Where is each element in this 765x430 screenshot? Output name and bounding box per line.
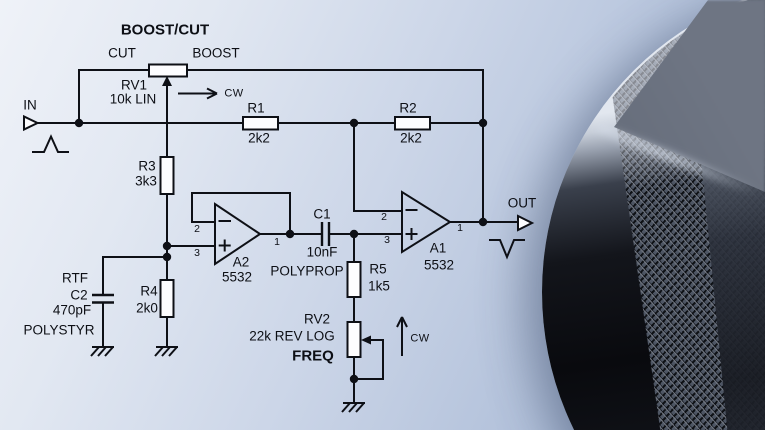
- junction-r1-r2: [349, 118, 359, 128]
- output-notch-waveform-icon: [489, 239, 525, 260]
- ground-rv2-icon: [341, 402, 365, 413]
- label-c2-material: POLYSTYR: [23, 322, 95, 338]
- label-a2: A2: [232, 254, 250, 270]
- label-a2-pin1: 1: [274, 235, 280, 248]
- c1-plates: [320, 222, 331, 246]
- ground-r4-icon: [154, 346, 178, 357]
- label-in: IN: [23, 97, 37, 113]
- label-r1: R1: [247, 100, 265, 116]
- junction-r2-feedback: [478, 118, 488, 128]
- rv1-wiper-arrowhead: [162, 76, 172, 86]
- label-freq: FREQ: [292, 347, 334, 365]
- rv2-wiper-arrowhead: [361, 335, 371, 345]
- label-rv2: RV2: [303, 311, 331, 327]
- junction-dots: [74, 118, 488, 384]
- label-r5: R5: [369, 261, 387, 277]
- label-r5-value: 1k5: [368, 278, 390, 294]
- junction-c1-r5: [349, 229, 359, 239]
- wiper-arrows: [162, 76, 371, 345]
- a1-plus-sign: [405, 228, 418, 240]
- a2-triangle: [214, 202, 262, 266]
- label-boost: BOOST: [192, 45, 240, 61]
- out-connector-icon: [517, 214, 535, 232]
- a1-triangle: [401, 190, 452, 254]
- rv1-body: [148, 63, 188, 78]
- rv1-cut-lead-wire: [78, 69, 150, 124]
- label-r2: R2: [399, 100, 417, 116]
- rv2-wiper-wire: [353, 339, 384, 380]
- r5-body: [346, 261, 362, 298]
- label-r4-value: 2k0: [136, 300, 158, 316]
- label-r1-value: 2k2: [248, 130, 270, 146]
- label-cut: CUT: [108, 45, 136, 61]
- input-pulse-waveform-icon: [32, 134, 69, 153]
- label-a1-pin2: 2: [381, 210, 387, 223]
- component-bodies: [148, 63, 431, 358]
- label-a2-value: 5532: [221, 269, 253, 285]
- label-rv1: RV1: [120, 77, 148, 93]
- label-r2-value: 2k2: [400, 130, 422, 146]
- label-c2-value: 470pF: [52, 302, 92, 318]
- junction-c2: [162, 252, 172, 262]
- ground-c2-icon: [90, 346, 114, 357]
- label-a2-pin2: 2: [194, 222, 200, 235]
- label-rtf: RTF: [62, 270, 88, 286]
- label-rv1-value: 10k LIN: [109, 91, 157, 107]
- r3-body: [159, 156, 175, 195]
- cw-direction-arrows: [178, 87, 408, 356]
- junction-a2-out: [285, 229, 295, 239]
- label-a1-pin3: 3: [384, 233, 390, 246]
- ports: [23, 114, 535, 260]
- rv1-boost-feedback-wire: [186, 69, 484, 224]
- capacitors: [92, 222, 331, 304]
- ground-symbols: [90, 346, 365, 413]
- label-c1-value: 10nF: [306, 244, 338, 260]
- label-c1: C1: [313, 206, 331, 222]
- label-a1-pin1: 1: [457, 221, 463, 234]
- r4-body: [159, 279, 175, 318]
- a1-inv-branch-wire: [353, 122, 403, 212]
- a2-feedback-wire: [191, 192, 291, 235]
- label-boost-cut: BOOST/CUT: [120, 21, 210, 39]
- junction-a2-plus: [162, 241, 172, 251]
- label-a1: A1: [429, 240, 447, 256]
- junction-in: [74, 118, 84, 128]
- label-c1-material: POLYPROP: [270, 263, 344, 279]
- c2-branch-wire: [102, 256, 168, 295]
- label-a1-value: 5532: [423, 257, 455, 273]
- a2-plus-sign: [218, 239, 231, 252]
- r2-body: [394, 116, 431, 131]
- wires: [37, 69, 519, 404]
- label-a2-pin3: 3: [194, 246, 200, 259]
- label-out: OUT: [507, 195, 537, 211]
- in-connector-icon: [23, 114, 40, 132]
- label-c2: C2: [70, 287, 88, 303]
- label-r3-value: 3k3: [135, 173, 157, 189]
- rv2-cw-arrow-icon: [396, 316, 408, 356]
- rv2-body: [346, 321, 362, 358]
- c2-plates: [92, 293, 114, 304]
- junction-a1-out: [478, 217, 488, 227]
- opamps: [214, 190, 452, 266]
- label-rv1-cw: CW: [224, 87, 244, 100]
- label-rv2-cw: CW: [410, 332, 430, 345]
- label-r4: R4: [140, 283, 158, 299]
- label-r3: R3: [138, 158, 156, 174]
- r1-body: [242, 116, 279, 131]
- rv1-cw-arrow-icon: [178, 87, 218, 100]
- junction-rv2-wiper: [349, 374, 359, 384]
- label-rv2-value: 22k REV LOG: [249, 328, 335, 344]
